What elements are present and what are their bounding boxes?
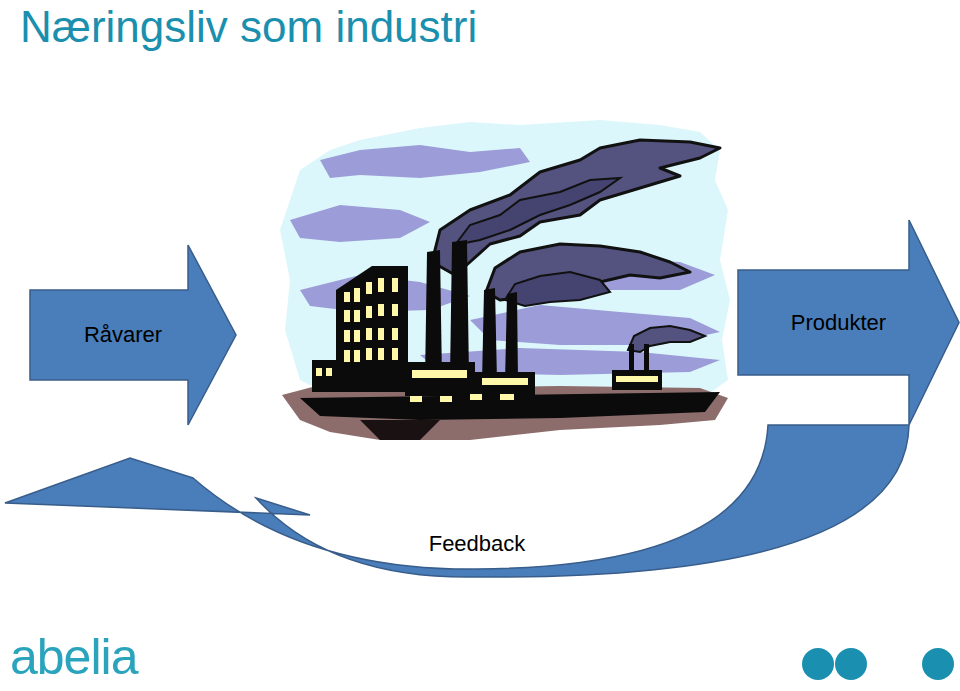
logo-text: abelia bbox=[10, 628, 137, 686]
arrow-label: Produkter bbox=[791, 310, 886, 336]
edge-label: Feedback bbox=[426, 531, 529, 557]
arrow-label: Råvarer bbox=[84, 322, 162, 348]
arrow-text-area: Råvarer bbox=[30, 290, 216, 380]
arrow-outline bbox=[738, 220, 959, 425]
slide-title: Næringsliv som industri bbox=[20, 2, 477, 52]
arrow-box: Produkter bbox=[738, 220, 959, 425]
arrow-text-area: Produkter bbox=[738, 270, 939, 375]
feedback-arrow bbox=[5, 425, 909, 577]
arrow-box: Råvarer bbox=[30, 245, 236, 425]
arrow-outline bbox=[30, 245, 236, 425]
